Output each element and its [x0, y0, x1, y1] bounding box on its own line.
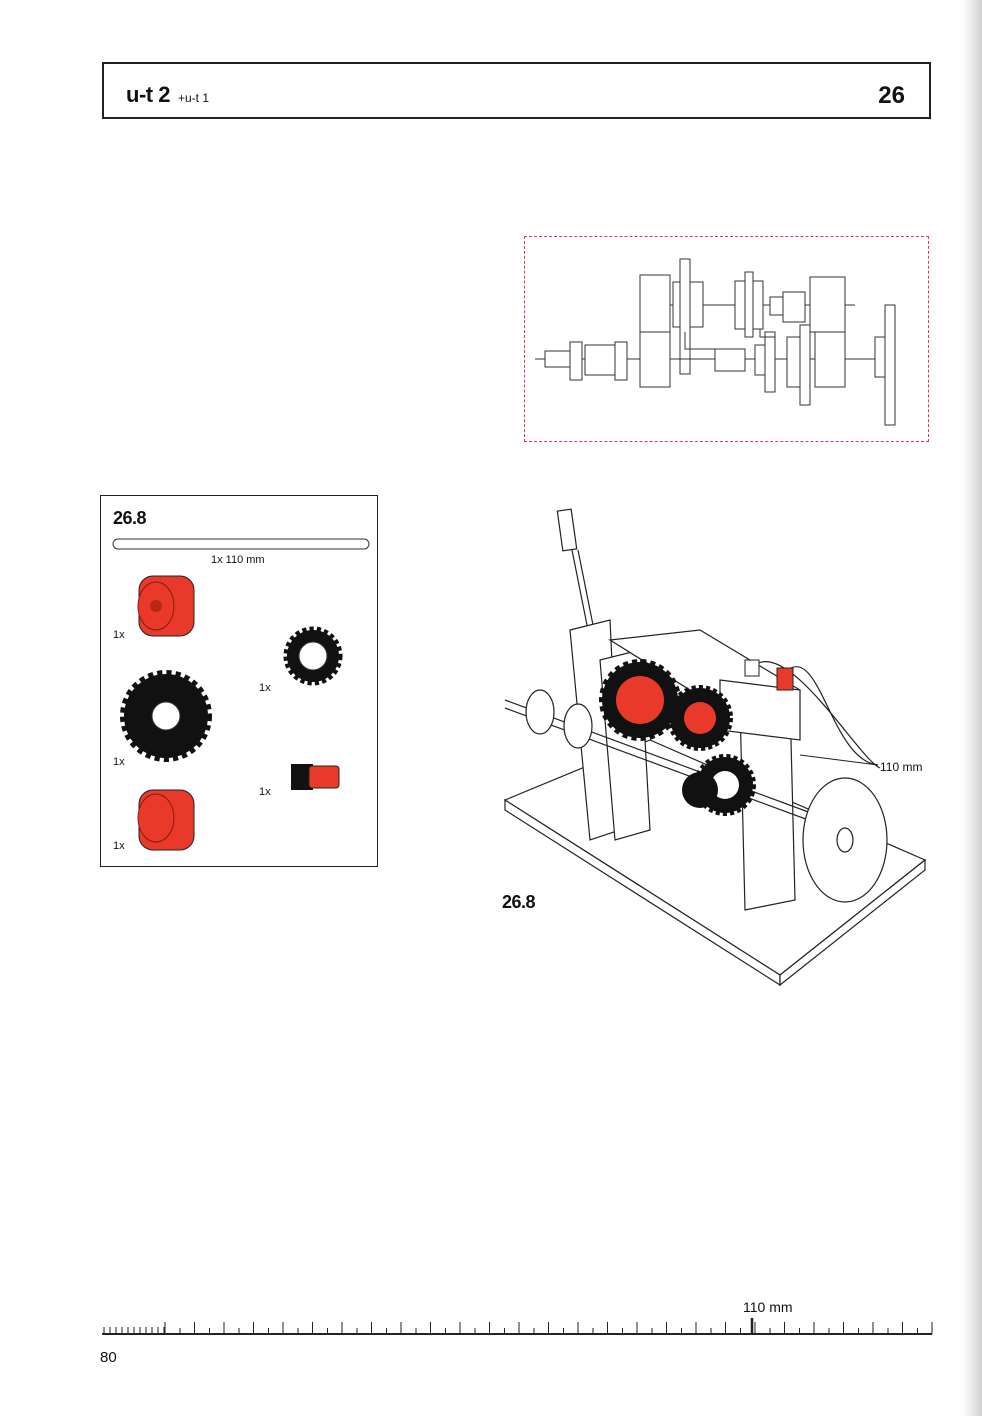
parts-drawings [112, 538, 370, 851]
page-header: u-t 2 +u-t 1 26 [102, 62, 931, 119]
ruler-label: 110 mm [743, 1299, 793, 1315]
page-edge-shadow [962, 0, 982, 1416]
large-gear-icon [120, 670, 212, 762]
set-title: u-t 2 [126, 82, 170, 107]
quantity-label: 1x [113, 756, 125, 768]
illustration-step-number: 26.8 [502, 892, 536, 912]
quantity-label: 1x [113, 840, 125, 852]
quantity-label: 1x [259, 786, 271, 798]
illustration-gears [599, 659, 794, 816]
model-number: 26 [878, 82, 905, 109]
pinion-gear-icon [291, 764, 340, 790]
page-number: 80 [100, 1349, 117, 1366]
small-gear-icon [283, 626, 343, 686]
gear-schematic-diagram [524, 236, 929, 442]
axle-quantity-label: 1x 110 mm [211, 554, 265, 566]
red-hub-icon [137, 575, 195, 637]
axle-110mm-icon [112, 538, 370, 550]
parts-list-box: 26.8 1x 110 mm 1x [100, 495, 378, 867]
quantity-label: 1x [259, 682, 271, 694]
schematic-drawing [535, 258, 896, 426]
quantity-label: 1x [113, 629, 125, 641]
parts-step-number: 26.8 [113, 508, 147, 528]
axle-length-callout: 110 mm [880, 760, 923, 774]
set-subtitle: +u-t 1 [178, 91, 210, 105]
red-hub-cap-icon [137, 789, 195, 851]
